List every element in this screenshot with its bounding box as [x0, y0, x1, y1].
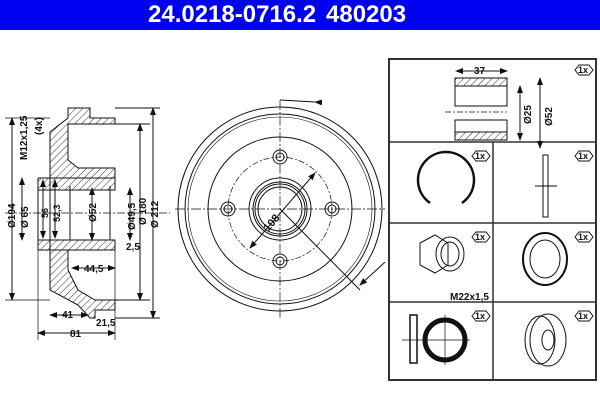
svg-text:Ø52: Ø52: [544, 107, 555, 126]
svg-text:56: 56: [40, 208, 50, 218]
side-section-view: [5, 107, 170, 340]
qty-badge: 1x: [574, 310, 594, 322]
svg-text:37: 37: [474, 66, 486, 77]
svg-text:44,5: 44,5: [84, 264, 104, 275]
svg-text:41: 41: [62, 310, 74, 321]
svg-text:21,5: 21,5: [96, 318, 116, 329]
qty-badge: 1x: [574, 64, 594, 76]
svg-text:Ø49,5: Ø49,5: [127, 202, 138, 230]
axle-nut-icon: [419, 234, 465, 274]
front-view: [175, 99, 386, 320]
circlip-icon: [416, 150, 476, 205]
part-number: 24.0218-0716.2: [148, 1, 317, 28]
svg-text:Ø25: Ø25: [523, 105, 534, 124]
kit-parts-panel: 37 Ø25 Ø52 M22x1,5: [388, 58, 597, 381]
qty-badges: 1x 1x 1x 1x 1x 1x 1x: [471, 64, 594, 322]
svg-text:Ø 212: Ø 212: [150, 200, 161, 228]
svg-text:M12x1,25: M12x1,25: [19, 115, 30, 160]
svg-text:1x: 1x: [578, 232, 588, 242]
svg-text:1x: 1x: [475, 311, 485, 321]
abs-ring-icon: [535, 154, 557, 218]
svg-text:Ø 180: Ø 180: [138, 197, 149, 225]
svg-text:52,3: 52,3: [52, 204, 62, 222]
svg-text:1x: 1x: [578, 311, 588, 321]
qty-badge: 1x: [574, 231, 594, 243]
dust-cap-icon: [524, 313, 567, 367]
svg-text:1x: 1x: [475, 232, 485, 242]
svg-text:(4x): (4x): [34, 117, 45, 135]
kit-parts-grid: 37 Ø25 Ø52 M22x1,5: [390, 64, 595, 379]
qty-badge: 1x: [471, 231, 491, 243]
reference-number: 480203: [326, 1, 407, 28]
qty-badge: 1x: [471, 150, 491, 162]
seal-ring-icon: [402, 314, 470, 365]
side-view-labels: M12x1,25 (4x) Ø194 Ø 65 56 52,3 Ø52 Ø49,…: [7, 115, 161, 340]
washer-ring-icon: [522, 232, 568, 286]
qty-badge: 1x: [574, 150, 594, 162]
svg-text:1x: 1x: [578, 65, 588, 75]
svg-text:Ø194: Ø194: [7, 203, 18, 228]
svg-text:2,5: 2,5: [126, 242, 140, 253]
svg-text:81: 81: [70, 329, 82, 340]
svg-text:1x: 1x: [578, 151, 588, 161]
svg-text:Ø52: Ø52: [88, 203, 99, 222]
svg-text:Ø 65: Ø 65: [20, 206, 31, 228]
svg-text:1x: 1x: [475, 151, 485, 161]
qty-badge: 1x: [471, 310, 491, 322]
header-bar: 24.0218-0716.2 480203: [0, 0, 600, 30]
wheel-bearing-icon: [445, 68, 543, 149]
svg-text:M22x1,5: M22x1,5: [450, 292, 489, 303]
